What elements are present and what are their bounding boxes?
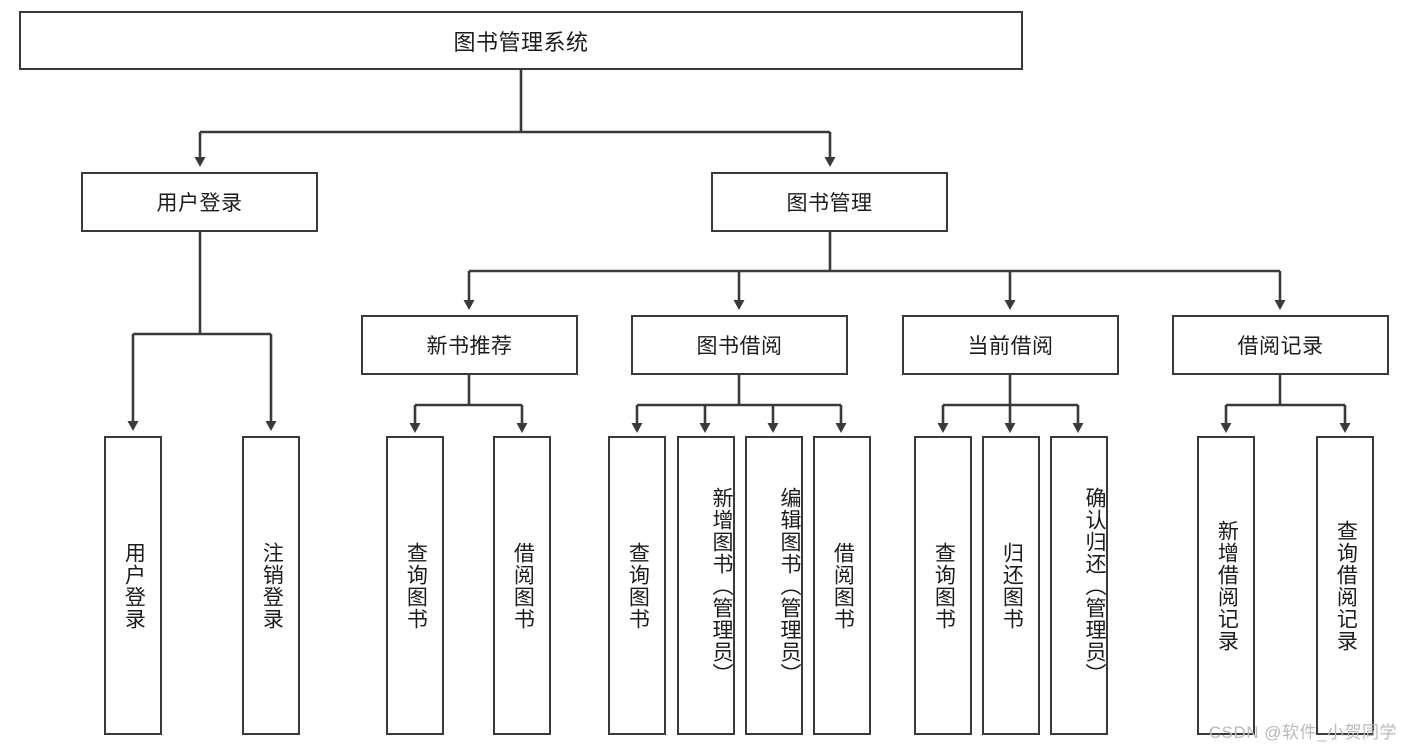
leaf-borrow-record-add-record[interactable]: 新增借阅记录 [1197, 436, 1255, 735]
node-book-borrow[interactable]: 图书借阅 [631, 315, 848, 375]
leaf-borrow-record-query-record[interactable]: 查询借阅记录 [1316, 436, 1374, 735]
leaf-label: 借阅图书 [831, 541, 855, 630]
leaf-label: 注销登录 [260, 541, 284, 630]
leaf-label: 查询图书 [404, 541, 428, 630]
node-user-login[interactable]: 用户登录 [81, 172, 318, 232]
node-current-borrow[interactable]: 当前借阅 [902, 315, 1119, 375]
leaf-current-borrow-return-book[interactable]: 归还图书 [982, 436, 1040, 735]
node-borrow-record[interactable]: 借阅记录 [1172, 315, 1389, 375]
leaf-book-borrow-edit-book-admin[interactable]: 编辑图书（管理员） [745, 436, 803, 735]
leaf-label: 新增借阅记录 [1215, 519, 1239, 652]
leaf-label: 查询借阅记录 [1334, 519, 1358, 652]
leaf-label: 新增图书（管理员） [710, 486, 733, 685]
leaf-book-borrow-borrow-book[interactable]: 借阅图书 [813, 436, 871, 735]
leaf-book-borrow-query-book[interactable]: 查询图书 [608, 436, 666, 735]
node-new-book-recommend[interactable]: 新书推荐 [361, 315, 578, 375]
leaf-user-login-logout[interactable]: 注销登录 [242, 436, 300, 735]
leaf-new-book-borrow-book[interactable]: 借阅图书 [493, 436, 551, 735]
leaf-current-borrow-query-book[interactable]: 查询图书 [914, 436, 972, 735]
leaf-label: 查询图书 [932, 541, 956, 630]
node-root-system[interactable]: 图书管理系统 [19, 11, 1023, 70]
leaf-new-book-query-book[interactable]: 查询图书 [386, 436, 444, 735]
leaf-label: 归还图书 [1000, 541, 1024, 630]
leaf-label: 借阅图书 [511, 541, 535, 630]
leaf-current-borrow-confirm-return-admin[interactable]: 确认归还（管理员） [1050, 436, 1108, 735]
leaf-book-borrow-add-book-admin[interactable]: 新增图书（管理员） [677, 436, 735, 735]
node-book-manage[interactable]: 图书管理 [711, 172, 948, 232]
leaf-user-login-login[interactable]: 用户登录 [104, 436, 162, 735]
csdn-watermark: CSDN @软件_小贺同学 [1208, 723, 1397, 742]
leaf-label: 查询图书 [626, 541, 650, 630]
leaf-label: 确认归还（管理员） [1083, 486, 1106, 685]
leaf-label: 编辑图书（管理员） [778, 486, 801, 685]
leaf-label: 用户登录 [122, 541, 146, 630]
